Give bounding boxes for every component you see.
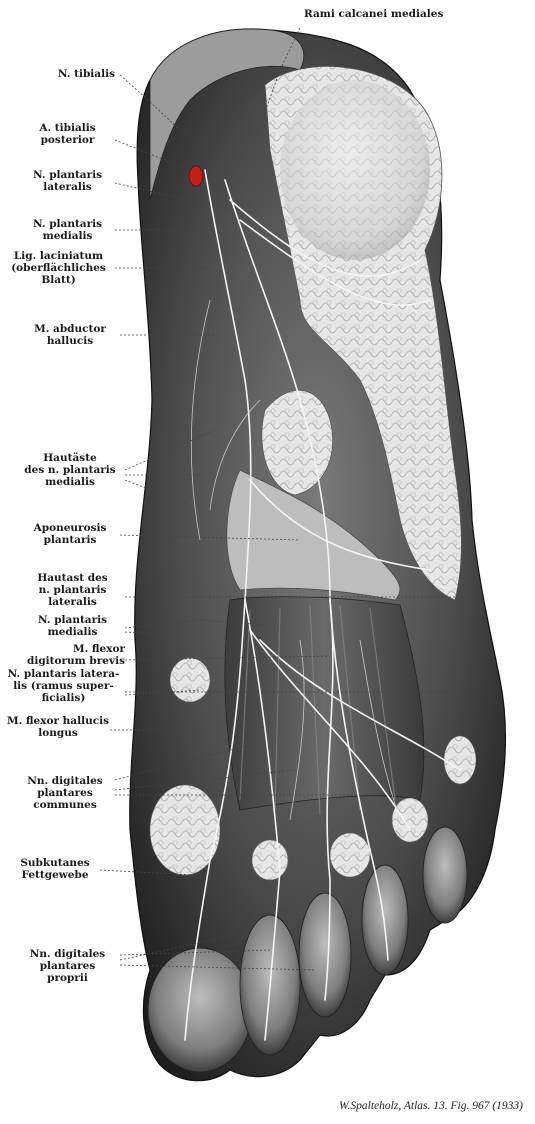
label-rami-calcanei-mediales: Rami calcanei mediales bbox=[304, 8, 444, 20]
label-n-plantaris-lateralis-2: N. plantaris latera- lis (ramus super- f… bbox=[7, 668, 120, 704]
label-lig-laciniatum: Lig. laciniatum (oberflächliches Blatt) bbox=[11, 250, 106, 286]
flexor-muscles bbox=[224, 596, 425, 816]
label-n-plantaris-medialis: N. plantaris medialis bbox=[32, 218, 103, 242]
figure-caption: W.Spalteholz, Atlas. 13. Fig. 967 (1933) bbox=[339, 1100, 523, 1112]
label-n-tibialis: N. tibialis bbox=[57, 68, 115, 80]
leader-lines bbox=[99, 27, 470, 971]
label-m-flexor-hallucis-longus: M. flexor hallucis longus bbox=[6, 715, 110, 739]
label-hautast-n-plantaris-lateralis: Hautast des n. plantaris lateralis bbox=[37, 572, 108, 608]
label-n-plantaris-medialis-2: N. plantaris medialis bbox=[37, 614, 108, 638]
label-aponeurosis-plantaris: Aponeurosis plantaris bbox=[33, 522, 107, 546]
label-nn-digitales-plantares-communes: Nn. digitales plantares communes bbox=[27, 775, 103, 811]
label-a-tibialis-posterior: A. tibialis posterior bbox=[39, 122, 96, 146]
medial-fat-pad bbox=[261, 389, 333, 496]
label-m-abductor-hallucis: M. abductor hallucis bbox=[34, 323, 106, 347]
subcutaneous-fat bbox=[149, 657, 477, 881]
label-subkutanes-fettgewebe: Subkutanes Fettgewebe bbox=[20, 857, 90, 881]
label-n-plantaris-lateralis: N. plantaris lateralis bbox=[32, 169, 103, 193]
toes bbox=[147, 826, 468, 1073]
nerves bbox=[184, 169, 461, 1041]
label-hautaeste-n-plantaris-medialis: Hautäste des n. plantaris medialis bbox=[24, 452, 116, 488]
label-nn-digitales-plantares-proprii: Nn. digitales plantares proprii bbox=[29, 948, 106, 984]
artery-tibialis-posterior bbox=[188, 165, 204, 187]
label-m-flexor-digitorum-brevis: M. flexor digitorum brevis bbox=[26, 643, 125, 667]
